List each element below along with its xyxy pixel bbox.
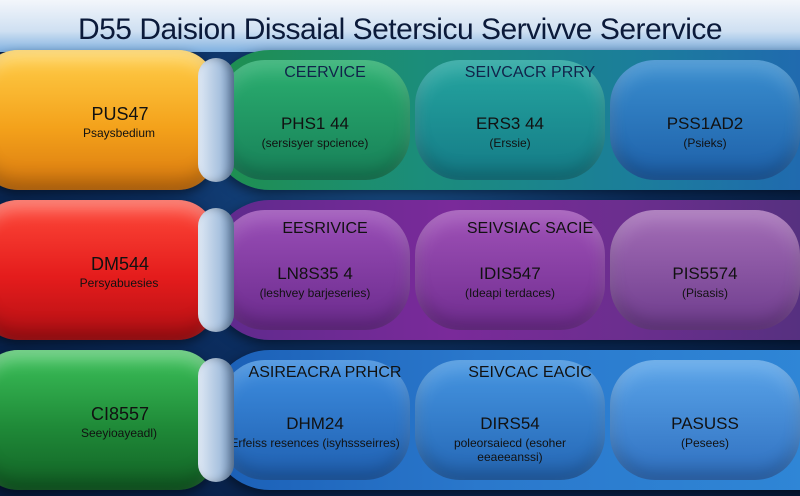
row-1-header-1: CEERVICE (284, 64, 366, 81)
row-1-cell-2-title: ERS3 44 (475, 114, 545, 133)
row-1-cell-3[interactable]: PSS1AD2 (Psieks) (610, 60, 800, 180)
row-3-cell-1-title: DHM24 (286, 414, 344, 433)
row-3-cell-3-sub: (Pesees) (680, 436, 730, 450)
row-3-cell-2[interactable]: DIRS54 poleorsaiecd (esoher eeaeeanssi) (415, 360, 605, 480)
row-2-left-sub: Persyabuesies (79, 276, 159, 290)
row-1-left-code: PUS47 (91, 104, 149, 124)
row-2: LN8S35 4 (leshvey barjeseries) IDIS547 (… (0, 196, 800, 344)
row-3-left-pill[interactable]: CI8557 Seeyioayeadl) (0, 350, 234, 490)
row-3-left-sub: Seeyioayeadl) (80, 426, 158, 440)
row-1-cell-2-sub: (Erssie) (489, 136, 531, 150)
row-2-left-code: DM544 (90, 254, 150, 274)
row-2-cell-1-title: LN8S35 4 (277, 264, 353, 283)
row-1-cell-1[interactable]: PHS1 44 (sersisyer spcience) (220, 60, 410, 180)
row-2-cell-2-title: IDIS547 (479, 264, 541, 283)
row-3-cell-2-sub: poleorsaiecd (esoher eeaeeanssi) (453, 436, 567, 464)
row-1-left-sub: Psaysbedium (82, 126, 156, 140)
page-title: D55 Daision Dissaial Setersicu Servivve … (0, 8, 800, 52)
row-1-left-pill[interactable]: PUS47 Psaysbedium (0, 50, 234, 190)
row-1-cell-1-sub: (sersisyer spcience) (261, 136, 369, 150)
row-2-cell-3-title: PIS5574 (672, 264, 738, 283)
row-1-cell-3-sub: (Psieks) (683, 136, 727, 150)
row-2-header-2: SEIVSIAC SACIE (466, 220, 594, 237)
row-3-pill-cap (198, 358, 234, 482)
row-2-cell-3-sub: (Pisasis) (681, 286, 728, 300)
row-2-cell-1-sub: (leshvey barjeseries) (259, 286, 371, 300)
row-3-cell-2-title: DIRS54 (480, 414, 540, 433)
row-3: DHM24 Erfeiss resences (isyhssseirres) D… (0, 346, 800, 494)
row-1-cell-2[interactable]: ERS3 44 (Erssie) (415, 60, 605, 180)
row-1-band: PHS1 44 (sersisyer spcience) ERS3 44 (Er… (210, 50, 800, 190)
row-3-cell-1[interactable]: DHM24 Erfeiss resences (isyhssseirres) (220, 360, 410, 480)
row-2-header-1: EESRIVICE (282, 220, 368, 237)
row-1-cell-3-title: PSS1AD2 (666, 114, 744, 133)
row-1-header-2: SEIVCACR PRRY (464, 64, 596, 81)
row-2-left-pill[interactable]: DM544 Persyabuesies (0, 200, 234, 340)
row-3-header-2: SEIVCAC EACIC (468, 364, 592, 381)
row-3-cell-3-title: PASUSS (671, 414, 739, 433)
row-2-band: LN8S35 4 (leshvey barjeseries) IDIS547 (… (210, 200, 800, 340)
row-3-cell-1-sub: Erfeiss resences (isyhssseirres) (230, 436, 400, 450)
row-2-cell-3[interactable]: PIS5574 (Pisasis) (610, 210, 800, 330)
row-2-pill-cap (198, 208, 234, 332)
row-2-cell-2[interactable]: IDIS547 (Ideapi terdaces) (415, 210, 605, 330)
row-1-pill-cap (198, 58, 234, 182)
title-banner (0, 0, 800, 52)
row-2-cell-1[interactable]: LN8S35 4 (leshvey barjeseries) (220, 210, 410, 330)
row-3-cell-3[interactable]: PASUSS (Pesees) (610, 360, 800, 480)
row-3-header-1: ASIREACRA PRHCR (248, 364, 402, 381)
row-3-band: DHM24 Erfeiss resences (isyhssseirres) D… (210, 350, 800, 490)
row-1-cell-1-title: PHS1 44 (280, 114, 350, 133)
row-3-left-code: CI8557 (90, 404, 150, 424)
row-1: PHS1 44 (sersisyer spcience) ERS3 44 (Er… (0, 46, 800, 194)
row-2-cell-2-sub: (Ideapi terdaces) (464, 286, 556, 300)
